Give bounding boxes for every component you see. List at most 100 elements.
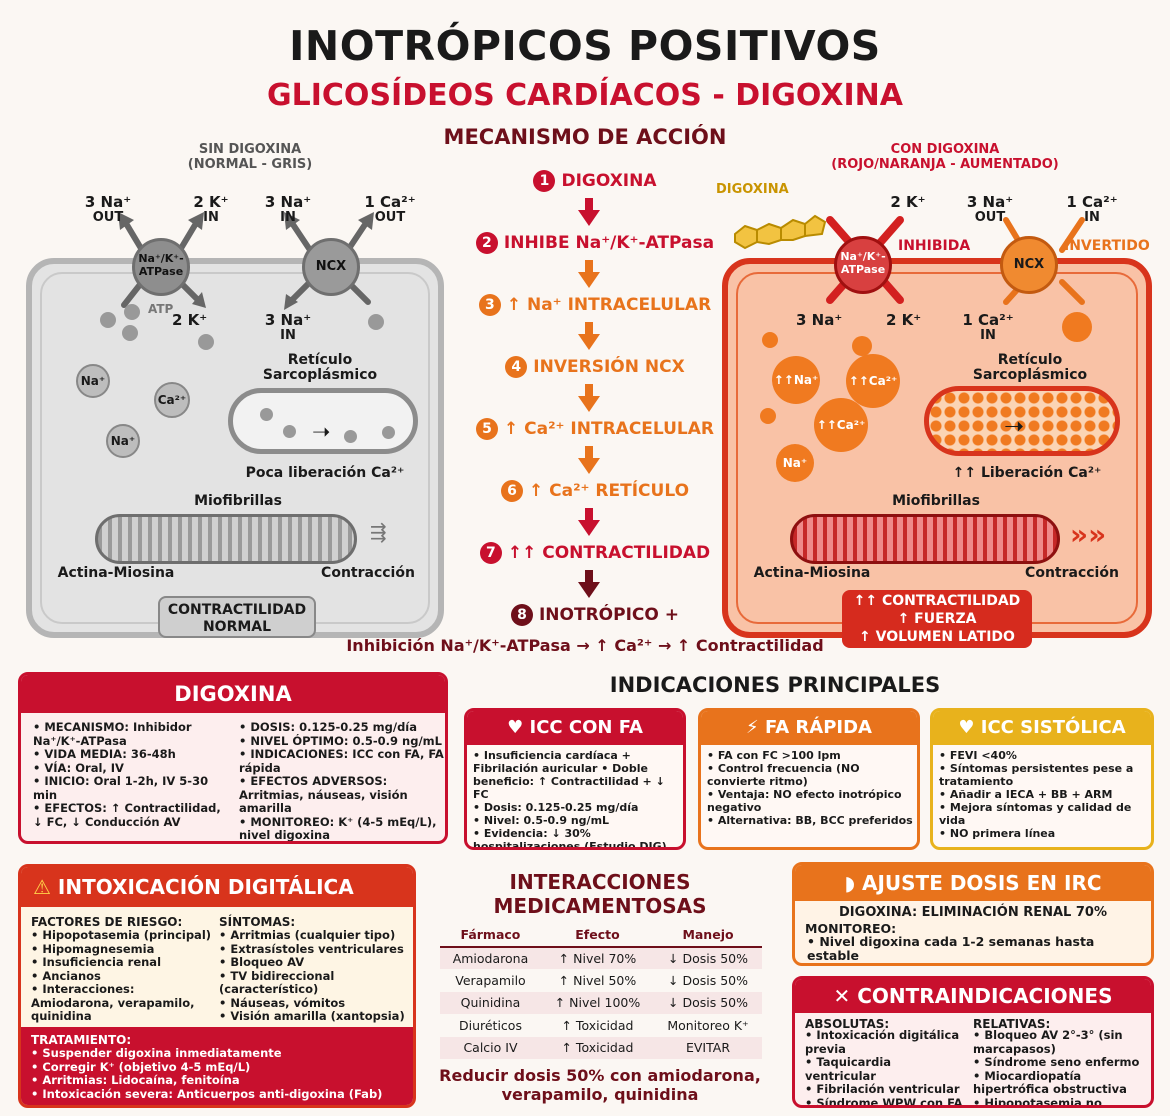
list-item: Fibrilación ventricular — [805, 1082, 965, 1097]
list-item: Miocardiopatía hipertrófica obstructiva — [973, 1069, 1151, 1097]
step-text: ↑ Ca²⁺ INTRACELULAR — [503, 419, 715, 439]
digoxin-molecule-icon — [734, 214, 827, 250]
mechanism-summary: Inhibición Na⁺/K⁺-ATPasa → ↑ Ca²⁺ → ↑ Co… — [346, 636, 824, 655]
list-item: NIVEL ÓPTIMO: 0.5-0.9 ng/mL — [239, 734, 444, 749]
table-row: Quinidina↑ Nivel 100%↓ Dosis 50% — [440, 991, 762, 1014]
list-item: Hipopotasemia no corregida — [973, 1096, 1151, 1105]
list-item: Visión amarilla (xantopsia) — [219, 1009, 413, 1024]
table-header: Efecto — [540, 924, 654, 948]
step-text: DIGOXINA — [561, 171, 657, 191]
step-number: 6 — [500, 480, 523, 502]
list-item: Añadir a IECA + BB + ARM — [939, 788, 1149, 801]
ion-dot — [368, 314, 384, 330]
interactions-note: Reducir dosis 50% con amiodarona, verapa… — [439, 1066, 761, 1104]
list-item: INICIO: Oral 1-2h, IV 5-30 min — [33, 774, 228, 802]
list-item: TV bidireccional (característico) — [219, 969, 413, 997]
normal-contractility-badge: CONTRACTILIDAD NORMAL — [158, 596, 316, 638]
table-cell: EVITAR — [654, 1036, 762, 1059]
down-arrow-icon — [578, 508, 600, 536]
list-item: Náuseas, vómitos — [219, 996, 413, 1011]
mechanism-step: 5↑ Ca²⁺ INTRACELULAR — [460, 418, 730, 440]
warning-icon: ⚠ — [33, 875, 51, 899]
list-item: Hipopotasemia (principal) — [31, 928, 219, 943]
step-text: ↑↑ CONTRACTILIDAD — [507, 543, 711, 563]
down-arrow-icon — [578, 384, 600, 412]
table-cell: ↑ Nivel 70% — [540, 946, 654, 969]
mechanism-step: 6↑ Ca²⁺ RETÍCULO — [460, 480, 730, 502]
mechanism-title: MECANISMO DE ACCIÓN — [443, 125, 727, 149]
heartbeat-icon: ♥ — [507, 717, 524, 738]
step-text: INOTRÓPICO + — [538, 605, 680, 625]
ion-dot — [122, 325, 138, 341]
down-arrow-icon — [578, 570, 600, 598]
table-cell: ↑ Nivel 50% — [558, 972, 637, 988]
sarcoplasmic-reticulum — [228, 388, 418, 454]
list-item: Taquicardia ventricular — [805, 1055, 965, 1083]
down-arrow-icon — [578, 322, 600, 350]
list-item: Bloqueo AV — [219, 955, 413, 970]
list-item: EFECTOS ADVERSOS: Arritmias, náuseas, vi… — [239, 774, 444, 816]
list-item: Corregir K⁺ (objetivo 4-5 mEq/L) — [31, 1060, 413, 1075]
list-item: Ventaja: NO efecto inotrópico negativo — [707, 788, 917, 814]
cross-icon: ✕ — [833, 984, 851, 1008]
renal-panel: ◗ AJUSTE DOSIS EN IRC DIGOXINA: ELIMINAC… — [792, 862, 1154, 966]
list-item: Hipomagnesemia — [31, 942, 219, 957]
indication-title: ICC SISTÓLICA — [980, 717, 1126, 738]
ncx-inverted: NCX — [1000, 236, 1058, 294]
list-item: Nivel: 0.5-0.9 ng/mL — [473, 814, 683, 827]
step-text: ↑ Na⁺ INTRACELULAR — [506, 295, 712, 315]
step-number: 8 — [510, 604, 533, 626]
table-cell: ↓ Dosis 50% — [654, 946, 762, 969]
step-text: INVERSIÓN NCX — [533, 357, 685, 377]
table-cell: ↑ Toxicidad — [561, 1017, 634, 1033]
right-cell-title: CON DIGOXINA(ROJO/NARANJA - AUMENTADO) — [831, 142, 1059, 172]
list-item: Suspender digoxina inmediatamente — [31, 1046, 413, 1061]
table-cell: ↑ Nivel 100% — [540, 991, 654, 1014]
indication-card: ♥ ICC CON FAInsuficiencia cardíaca + Fib… — [464, 708, 686, 850]
mechanism-step: 3↑ Na⁺ INTRACELULAR — [460, 294, 730, 316]
na-k-atpase-pump: Na⁺/K⁺-ATPase — [132, 238, 190, 296]
table-row: Amiodarona↑ Nivel 70%↓ Dosis 50% — [440, 946, 762, 969]
list-item: Síndrome WPW con FA — [805, 1096, 965, 1105]
step-number: 7 — [479, 542, 502, 564]
list-item: FA con FC >100 lpm — [707, 749, 917, 762]
left-transport-arrows — [118, 212, 374, 310]
step-number: 4 — [505, 356, 528, 378]
list-item: Luego cada 3-6 meses — [807, 962, 1147, 963]
table-cell: ↑ Toxicidad — [540, 1036, 654, 1059]
list-item: Arritmias (cualquier tipo) — [219, 928, 413, 943]
list-item: Mejora síntomas y calidad de vida — [939, 801, 1149, 827]
list-item: FEVI <40% — [939, 749, 1149, 762]
table-cell: ↓ Dosis 50% — [654, 991, 762, 1014]
list-item: NO primera línea — [939, 827, 1149, 840]
list-item: INDICACIONES: ICC con FA, FA rápida — [239, 747, 444, 775]
table-cell: Amiodarona — [440, 946, 541, 969]
digoxina-panel: DIGOXINA MECANISMO: Inhibidor Na⁺/K⁺-ATP… — [18, 672, 448, 844]
indication-title: ICC CON FA — [529, 717, 643, 738]
list-item: Intoxicación severa: Anticuerpos anti-di… — [31, 1087, 413, 1102]
list-item: Control frecuencia (NO convierte ritmo) — [707, 762, 917, 788]
list-item: Arritmias: Lidocaína, fenitoína — [31, 1073, 413, 1088]
step-number: 1 — [533, 170, 556, 192]
list-item: Bloqueo AV 2°-3° (sin marcapasos) — [973, 1028, 1151, 1056]
indication-card: ♥ ICC SISTÓLICAFEVI <40%Síntomas persist… — [930, 708, 1154, 850]
inhibited-pump: Na⁺/K⁺-ATPase — [834, 236, 892, 294]
list-item: Evidencia: ↓ 30% hospitalizaciones (Estu… — [473, 827, 683, 847]
down-arrow-icon — [578, 260, 600, 288]
table-row: Verapamilo↑ Nivel 50%↓ Dosis 50% — [440, 969, 762, 992]
sr-label: Retículo Sarcoplásmico — [262, 352, 378, 383]
sodium-ion: Na⁺ — [106, 424, 140, 458]
sarcoplasmic-reticulum-full — [924, 386, 1120, 456]
ion-dot — [100, 312, 116, 328]
indication-card: ⚡ FA RÁPIDAFA con FC >100 lpmControl fre… — [698, 708, 920, 850]
table-cell: Monitoreo K⁺ — [667, 1017, 749, 1033]
ion-dot — [124, 304, 140, 320]
page-title: INOTRÓPICOS POSITIVOS — [289, 22, 881, 70]
sodium-ion: Na⁺ — [76, 364, 110, 398]
